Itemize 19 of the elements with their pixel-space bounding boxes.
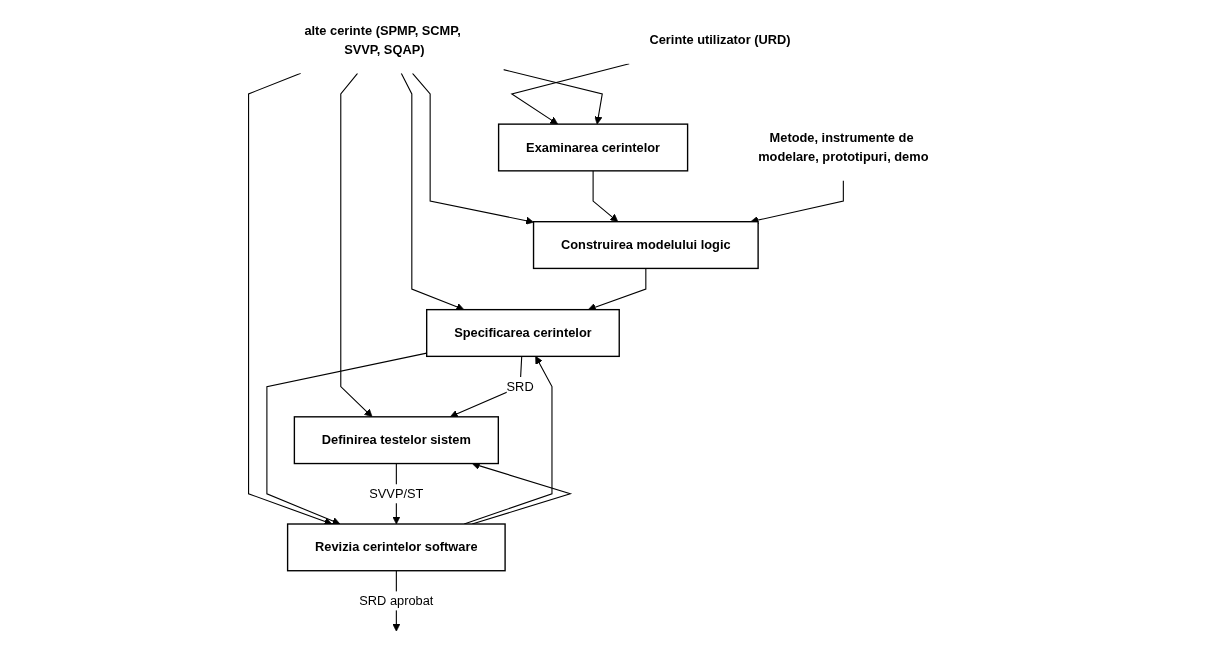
node-text: alte cerinte (SPMP, SCMP, SVVP, SQAP) <box>304 22 461 57</box>
arrow <box>592 170 619 223</box>
node-box: Specificarea cerintelor <box>426 308 620 358</box>
node-box: Definirea testelor sistem <box>293 416 499 465</box>
arrow <box>587 267 647 311</box>
arrow <box>411 72 534 225</box>
edge-label: SRD <box>506 378 534 394</box>
arrow <box>340 72 373 418</box>
node-text: Metode, instrumente de modelare, prototipuri, demo <box>758 130 929 164</box>
arrow <box>510 63 630 125</box>
arrow <box>400 72 465 311</box>
node-box: Construirea modelului logic <box>532 221 759 270</box>
node-box: Revizia cerintelor software <box>286 523 506 572</box>
node-text: Cerinte utilizator (URD) <box>649 32 791 48</box>
edge-label: SVVP/ST <box>369 485 424 501</box>
node-box: Examinarea cerintelor <box>497 123 689 172</box>
edge-label: SRD aprobat <box>359 593 434 608</box>
arrow <box>502 69 603 125</box>
arrow <box>248 72 333 526</box>
